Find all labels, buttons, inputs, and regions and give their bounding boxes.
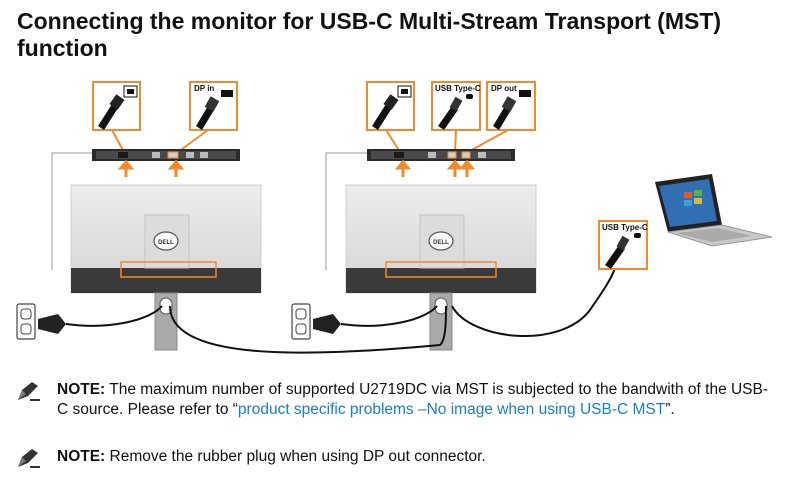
dp-out-callout: DP out: [486, 81, 536, 131]
usb-c-in-callout: USB Type-C: [431, 81, 481, 131]
dell-logo-2: DELL: [433, 240, 449, 246]
note-pencil-icon: [18, 382, 40, 401]
usb-c-source-label: USB Type-C: [602, 223, 648, 232]
io-panel-1: [92, 149, 240, 161]
note-mst-bandwidth: NOTE: The maximum number of supported U2…: [57, 380, 772, 420]
wall-outlet-1: [16, 303, 66, 340]
laptop: [655, 174, 773, 247]
monitor-1: DELL: [70, 184, 262, 351]
note-pencil-icon: [18, 449, 40, 468]
dp-in-label: DP in: [194, 84, 214, 93]
note-text: The maximum number of supported U2719DC …: [57, 381, 769, 418]
usb-c-source-callout: USB Type-C: [598, 220, 648, 270]
product-problems-link[interactable]: product specific problems –No image when…: [237, 401, 666, 418]
note-text: Remove the rubber plug when using DP out…: [105, 448, 486, 465]
dp-in-callout: DP in: [189, 81, 238, 131]
note-rubber-plug: NOTE: Remove the rubber plug when using …: [57, 447, 772, 467]
power-callout-1: [92, 81, 141, 131]
note-prefix: NOTE:: [57, 381, 106, 398]
connection-diagram: DP in DELL USB Type-C: [16, 81, 773, 354]
monitor-2: DELL: [345, 184, 537, 351]
usb-c-in-label: USB Type-C: [435, 84, 481, 93]
page-title: Connecting the monitor for USB-C Multi-S…: [17, 8, 722, 61]
wall-outlet-2: [291, 303, 341, 340]
dell-logo-1: DELL: [158, 240, 174, 246]
note-prefix: NOTE:: [57, 448, 106, 465]
io-panel-2: [367, 149, 515, 161]
power-callout-2: [366, 81, 415, 131]
dp-out-label: DP out: [491, 84, 517, 93]
note-text-end: ”.: [665, 401, 675, 418]
